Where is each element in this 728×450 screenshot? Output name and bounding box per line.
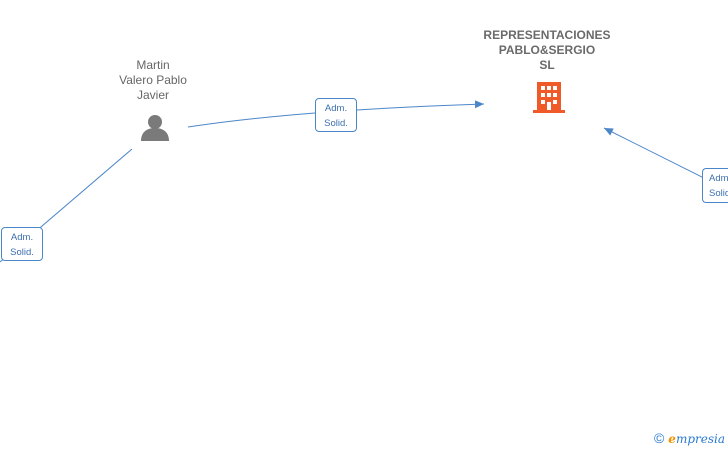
copyright-icon: © bbox=[653, 430, 665, 446]
edge-label-line-2: Solid. bbox=[10, 247, 34, 258]
edge-label-line-1: Adm. bbox=[10, 232, 34, 243]
company-name-line-2: PABLO&SERGIO bbox=[498, 43, 596, 57]
brand-initial: e bbox=[668, 432, 676, 446]
edge-label-line-1: Adm. bbox=[324, 103, 348, 114]
person-node-label[interactable]: Martin Valero Pablo Javier bbox=[103, 58, 203, 103]
company-name-line-1: REPRESENTACIONES bbox=[483, 28, 611, 42]
edge-label-person-company[interactable]: Adm. Solid. bbox=[315, 98, 357, 132]
edge-label-right[interactable]: Adm. Solid. bbox=[702, 168, 728, 203]
person-name-line-1: Martin bbox=[136, 58, 170, 72]
empresia-watermark: ©empresia bbox=[654, 430, 725, 446]
person-name-line-2: Valero Pablo bbox=[119, 73, 187, 87]
building-icon[interactable] bbox=[533, 82, 565, 113]
person-name-line-3: Javier bbox=[136, 88, 169, 102]
edge-label-line-1: Adm. bbox=[709, 173, 728, 184]
company-node-label[interactable]: REPRESENTACIONES PABLO&SERGIO SL bbox=[472, 28, 622, 73]
edge-label-line-2: Solid. bbox=[324, 118, 348, 129]
brand-name: mpresia bbox=[675, 432, 725, 446]
person-icon[interactable] bbox=[141, 115, 169, 141]
edge-label-left[interactable]: Adm. Solid. bbox=[1, 227, 43, 261]
edge-label-line-2: Solid. bbox=[709, 188, 728, 199]
company-name-line-3: SL bbox=[539, 58, 555, 72]
